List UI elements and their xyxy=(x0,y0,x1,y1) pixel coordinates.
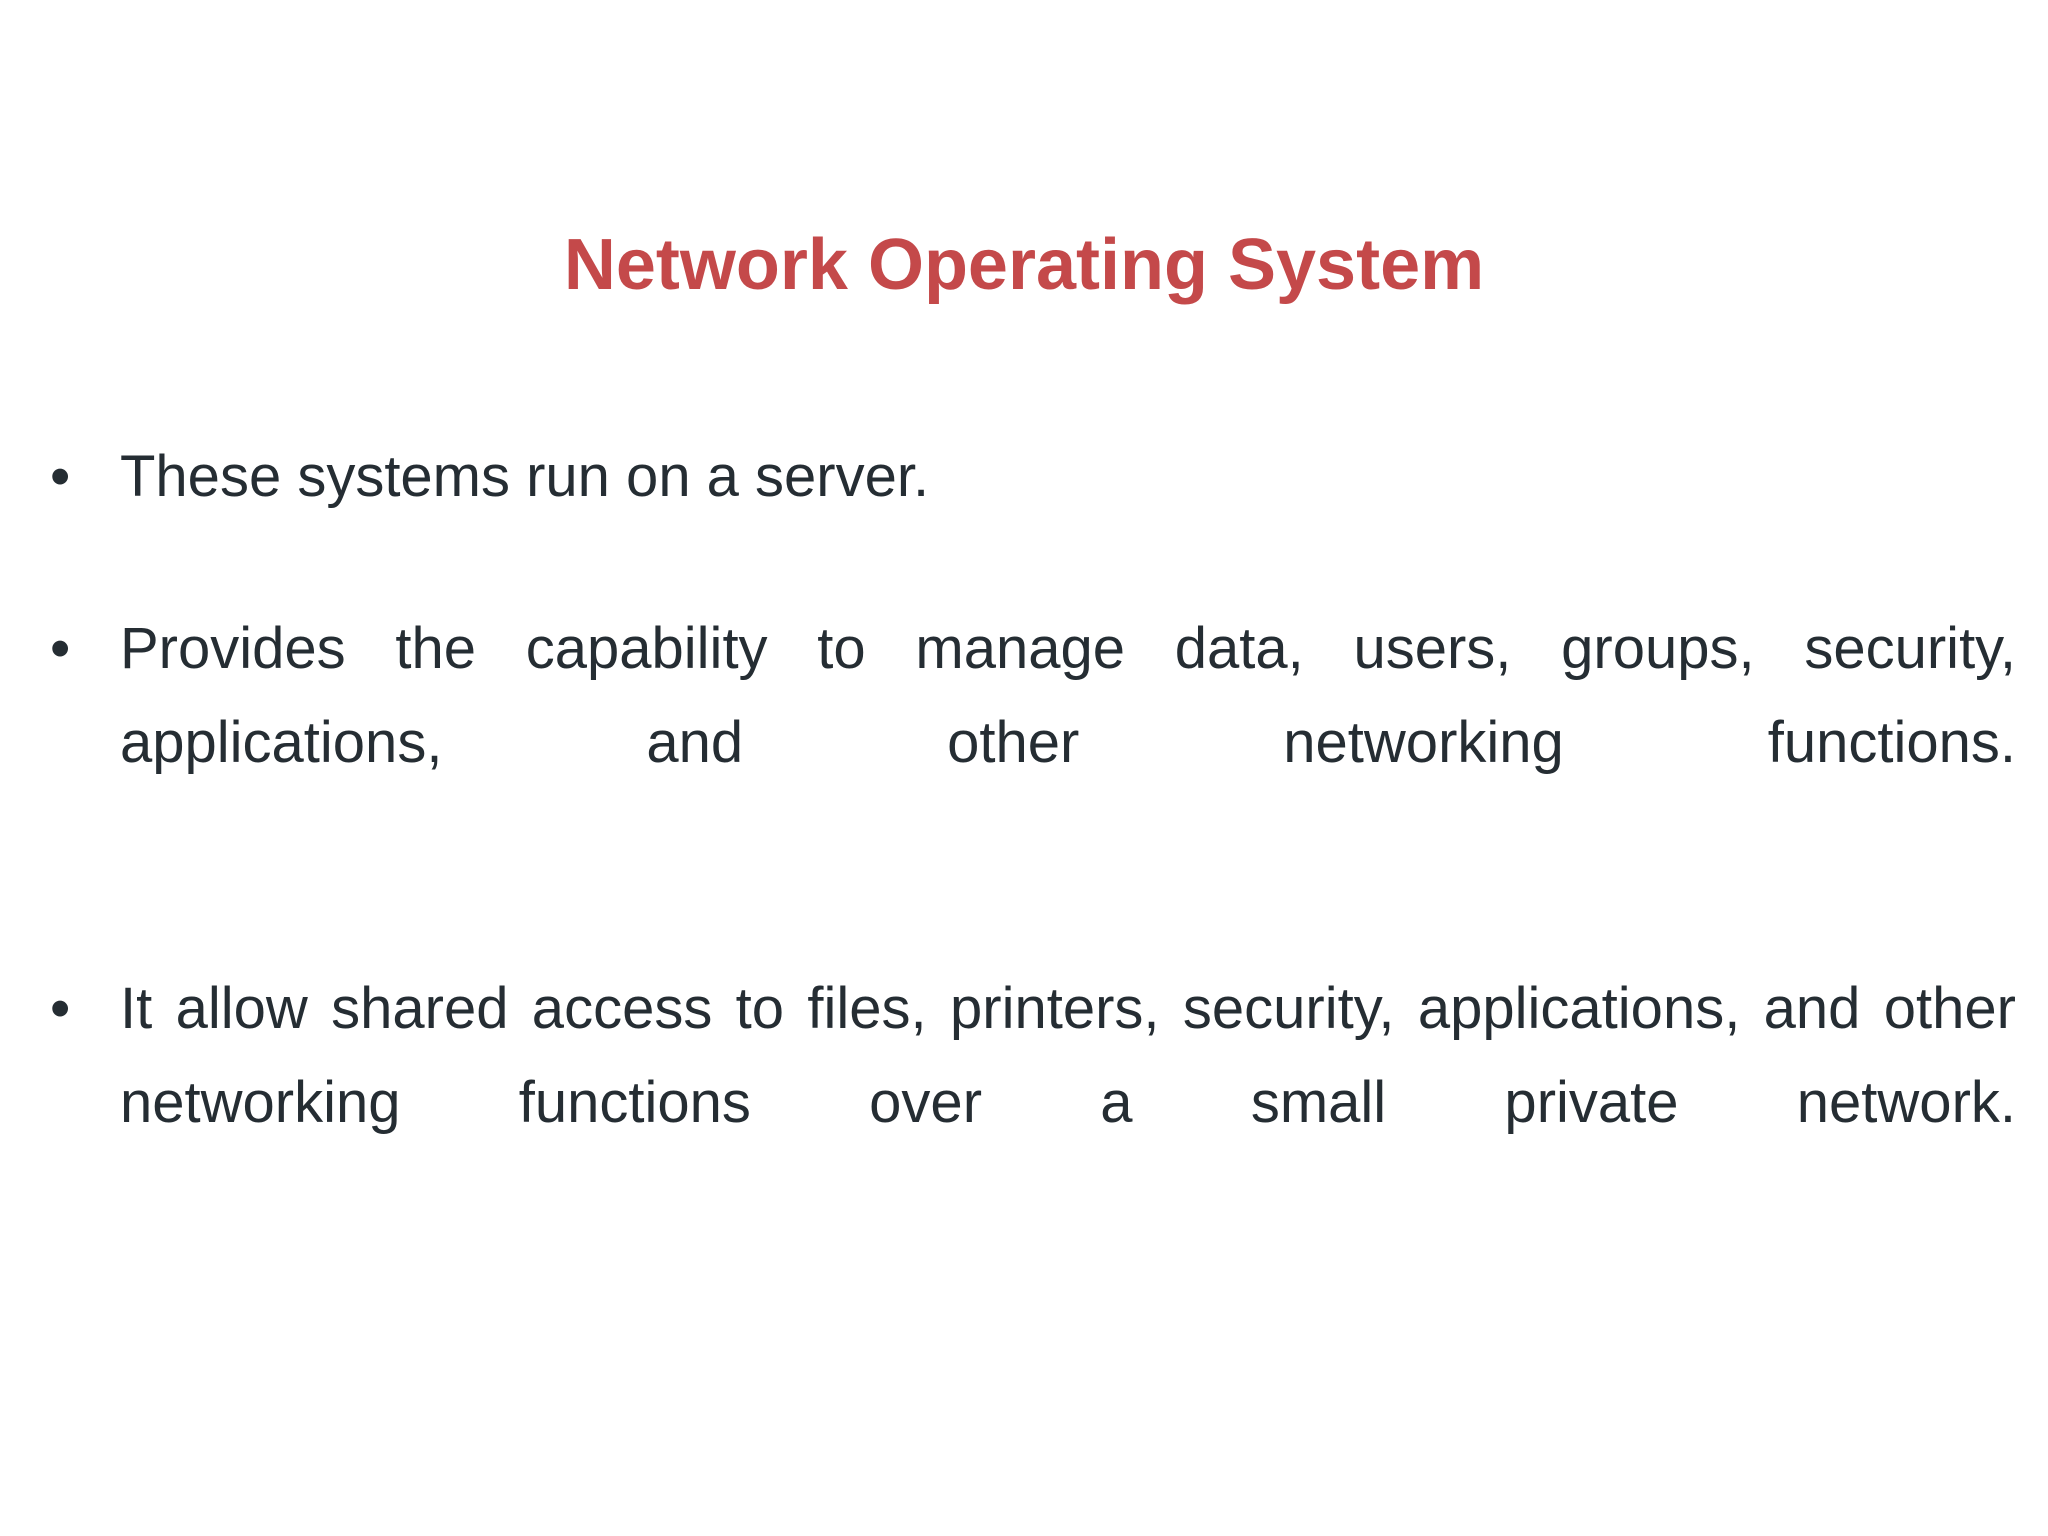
list-item: • These systems run on a server. xyxy=(40,430,2030,524)
list-item: • It allow shared access to files, print… xyxy=(40,962,2030,1244)
bullet-list: • These systems run on a server. • Provi… xyxy=(40,430,2030,1244)
list-item-text: Provides the capability to manage data, … xyxy=(120,616,2016,775)
bullet-point-icon: • xyxy=(50,444,71,509)
bullet-point-icon: • xyxy=(50,976,71,1041)
bullet-point-icon: • xyxy=(50,616,71,681)
list-item: • Provides the capability to manage data… xyxy=(40,602,2030,884)
list-item-text: It allow shared access to files, printer… xyxy=(120,976,2016,1135)
list-item-text: These systems run on a server. xyxy=(120,444,930,509)
slide-title: Network Operating System xyxy=(563,225,1485,305)
